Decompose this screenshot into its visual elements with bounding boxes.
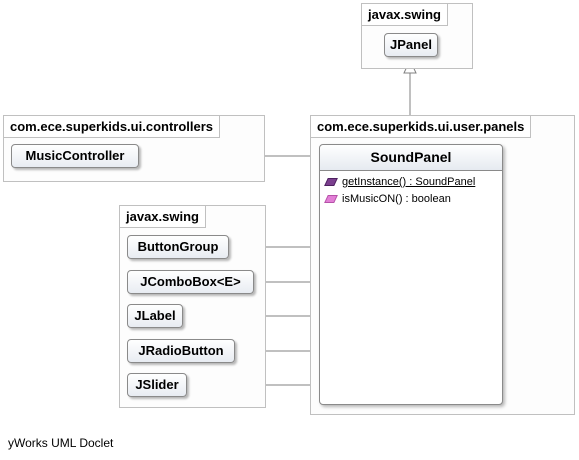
package-javax-swing-top: javax.swing (361, 3, 473, 69)
class-sound-panel[interactable]: SoundPanel getInstance() : SoundPanel is… (319, 144, 503, 405)
class-jslider[interactable]: JSlider (127, 373, 187, 397)
class-jpanel[interactable]: JPanel (384, 33, 438, 57)
package-name: com.ece.superkids.ui.user.panels (311, 116, 532, 138)
package-name: com.ece.superkids.ui.controllers (4, 116, 221, 138)
class-jcombobox[interactable]: JComboBox<E> (127, 270, 254, 294)
method-signature: isMusicON() : boolean (342, 193, 451, 205)
public-static-method-icon (324, 178, 338, 186)
class-jlabel[interactable]: JLabel (127, 304, 183, 328)
method-get-instance[interactable]: getInstance() : SoundPanel (320, 174, 502, 191)
public-method-icon (324, 195, 338, 203)
footer-credit: yWorks UML Doclet (8, 436, 114, 450)
class-jradiobutton[interactable]: JRadioButton (127, 339, 235, 363)
package-name: javax.swing (120, 206, 206, 228)
method-signature: getInstance() : SoundPanel (342, 176, 476, 188)
package-name: javax.swing (362, 4, 448, 26)
method-list: getInstance() : SoundPanel isMusicON() :… (320, 171, 502, 208)
method-is-music-on[interactable]: isMusicON() : boolean (320, 191, 502, 208)
class-music-controller[interactable]: MusicController (11, 144, 139, 168)
sound-panel-title: SoundPanel (320, 145, 502, 171)
class-button-group[interactable]: ButtonGroup (127, 235, 229, 259)
